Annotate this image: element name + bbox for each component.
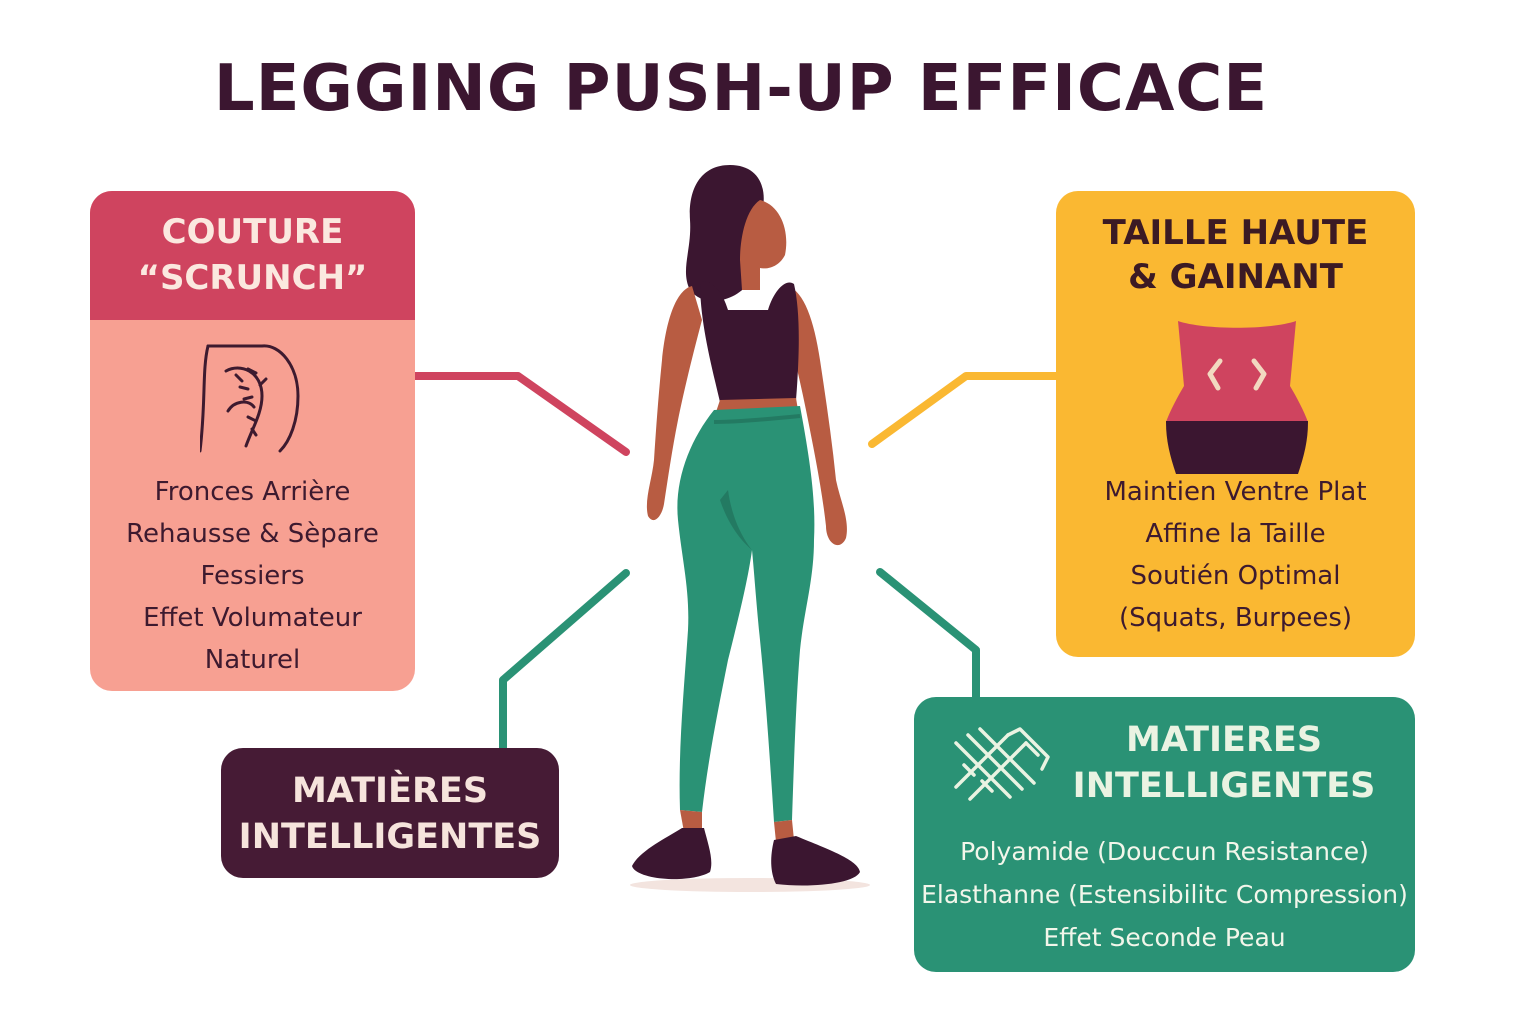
card-dark-title-line2: INTELLIGENTES [238,817,542,857]
list-item: Rehausse & Sèpare [126,519,379,549]
woman-in-leggings-illustration [630,165,870,892]
card-scrunch-seam: COUTURE “SCRUNCH” Fronces Arrière Rehaus… [90,191,415,691]
connector-dark [499,569,630,752]
list-item: Fronces Arrière [154,477,351,507]
leggings [677,406,815,822]
list-item: Polyamide (Douccun Resistance) [960,837,1369,866]
card-scrunch-title-line1: COUTURE [161,212,344,252]
connector-green [876,568,980,701]
arm-left [646,286,702,521]
card-dark-title: MATIÈRES INTELLIGENTES [221,748,559,860]
ankle-right [774,820,794,842]
card-taille-title: TAILLE HAUTE & GAINANT [1056,191,1415,299]
card-green-title-line1: MATIERES [1125,720,1323,760]
card-dark-title-line1: MATIÈRES [291,771,489,811]
list-item: Effet Seconde Peau [1043,923,1286,952]
shoe-right [771,836,860,886]
list-item: Effet Volumateur [143,603,362,633]
list-item: Elasthanne (Estensibilitc Compression) [921,880,1408,909]
card-smart-materials-dark: MATIÈRES INTELLIGENTES [221,748,559,878]
card-taille-title-line1: TAILLE HAUTE [1102,213,1369,253]
tank-top [700,281,799,402]
card-smart-materials-green: MATIERES INTELLIGENTES Polyamide (Douccu… [914,697,1415,972]
waistband-icon [1166,321,1308,474]
list-item: Soutién Optimal [1130,561,1341,591]
connector-taille [868,372,1060,448]
list-item: Affine la Taille [1145,519,1326,549]
ankle-left [680,810,702,832]
arm-right [788,286,847,546]
green-feature-list: Polyamide (Douccun Resistance) Elasthann… [914,830,1415,959]
card-high-waist: TAILLE HAUTE & GAINANT Maintien Ventre P… [1056,191,1415,657]
page-title: LEGGING PUSH-UP EFFICACE [213,52,1269,126]
card-scrunch-title: COUTURE “SCRUNCH” [90,191,415,320]
face [740,200,787,290]
buttock-outline-icon [200,344,300,453]
card-taille-title-line2: & GAINANT [1128,257,1343,297]
list-item: Fessiers [200,561,305,591]
list-item: (Squats, Burpees) [1118,603,1353,633]
taille-feature-list: Maintien Ventre Plat Affine la Taille So… [1056,471,1415,639]
fabric-weave-icon [954,727,1050,801]
list-item: Maintien Ventre Plat [1104,477,1367,507]
card-green-title: MATIERES INTELLIGENTES [1064,717,1384,809]
shoe-left [632,828,712,880]
list-item: Naturel [204,645,301,675]
card-green-title-line2: INTELLIGENTES [1072,766,1376,806]
connector-scrunch [411,372,630,456]
card-scrunch-title-line2: “SCRUNCH” [137,258,368,298]
waistband-line [713,414,801,424]
scrunch-feature-list: Fronces Arrière Rehausse & Sèpare Fessie… [90,471,415,681]
legging-shading [720,490,752,550]
